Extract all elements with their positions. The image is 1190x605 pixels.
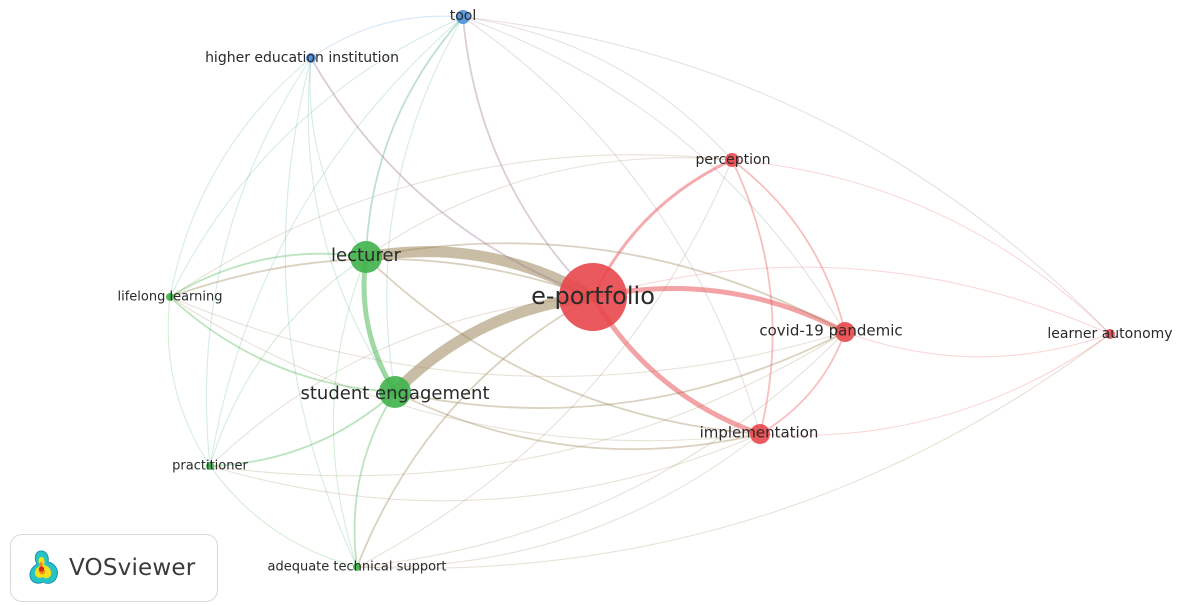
node-student-engagement[interactable] — [379, 376, 411, 408]
node-label-lifelong-learning[interactable]: lifelong learning — [117, 290, 222, 305]
node-label-covid-19-pandemic[interactable]: covid-19 pandemic — [759, 322, 902, 340]
link-perception-tool — [462, 16, 733, 161]
link-e-portfolio-learner-autonomy — [592, 266, 1111, 335]
link-tool-practitioner — [209, 16, 464, 467]
link-implementation-adequate-technical-support — [356, 433, 761, 568]
links-layer — [167, 15, 1111, 569]
node-label-learner-autonomy[interactable]: learner autonomy — [1047, 326, 1172, 342]
node-adequate-technical-support[interactable] — [353, 563, 361, 571]
node-label-perception[interactable]: perception — [696, 152, 771, 168]
node-label-practitioner[interactable]: practitioner — [172, 459, 248, 474]
link-tool-learner-autonomy — [462, 16, 1111, 335]
link-practitioner-covid-19-pandemic — [209, 331, 846, 477]
link-lecturer-implementation — [365, 256, 761, 435]
node-label-student-engagement[interactable]: student engagement — [300, 383, 489, 404]
vosviewer-brand: VOSviewer — [10, 534, 218, 602]
node-label-implementation[interactable]: implementation — [700, 424, 819, 442]
vosviewer-logo-icon — [29, 550, 58, 584]
node-covid-19-pandemic[interactable] — [835, 322, 855, 342]
link-student-engagement-covid-19-pandemic — [394, 331, 846, 409]
labels-layer: e-portfolio lecturer student engagement cov… — [117, 8, 1172, 575]
node-practitioner[interactable] — [206, 462, 214, 470]
link-e-portfolio-higher-education-institution — [310, 57, 594, 298]
link-adequate-technical-support-perception — [356, 159, 733, 568]
link-covid-19-pandemic-learner-autonomy — [844, 331, 1111, 358]
link-student-engagement-tool — [386, 16, 464, 393]
link-lecturer-practitioner — [209, 256, 367, 467]
link-perception-lifelong-learning — [169, 154, 733, 298]
node-lecturer[interactable] — [350, 241, 382, 273]
node-higher-education-institution[interactable] — [306, 53, 316, 63]
node-label-tool[interactable]: tool — [450, 8, 477, 24]
link-higher-education-institution-lifelong-learning — [169, 57, 312, 298]
link-student-engagement-higher-education-institution — [307, 57, 396, 393]
link-tool-higher-education-institution — [310, 15, 464, 59]
node-e-portfolio[interactable] — [559, 263, 627, 331]
link-e-portfolio-adequate-technical-support — [356, 296, 594, 568]
link-implementation-perception — [731, 159, 774, 435]
link-student-engagement-adequate-technical-support — [353, 391, 396, 568]
link-e-portfolio-practitioner — [209, 296, 594, 467]
link-implementation-lifelong-learning — [169, 296, 761, 442]
node-tool[interactable] — [456, 10, 470, 24]
link-higher-education-institution-practitioner — [205, 57, 312, 467]
node-label-e-portfolio[interactable]: e-portfolio — [531, 282, 655, 310]
link-adequate-technical-support-covid-19-pandemic — [356, 331, 846, 568]
link-student-engagement-implementation — [394, 391, 761, 451]
link-covid-19-pandemic-implementation — [759, 331, 846, 435]
link-lecturer-adequate-technical-support — [332, 256, 367, 568]
node-label-lecturer[interactable]: lecturer — [331, 245, 402, 266]
node-learner-autonomy[interactable] — [1105, 329, 1115, 339]
link-tool-lifelong-learning — [169, 16, 464, 298]
link-student-engagement-lifelong-learning — [169, 296, 396, 393]
link-lecturer-student-engagement — [361, 254, 398, 395]
nodes-layer — [166, 10, 1115, 571]
node-perception[interactable] — [725, 153, 739, 167]
link-student-engagement-practitioner — [209, 391, 396, 467]
link-implementation-learner-autonomy — [759, 333, 1111, 436]
link-lecturer-lifelong-learning — [169, 252, 367, 298]
node-label-adequate-technical-support[interactable]: adequate technical support — [267, 560, 446, 575]
link-lecturer-covid-19-pandemic — [365, 242, 846, 333]
node-implementation[interactable] — [750, 424, 770, 444]
node-lifelong-learning[interactable] — [166, 293, 174, 301]
link-lecturer-tool — [365, 16, 464, 258]
link-tool-covid-19-pandemic — [462, 16, 846, 333]
link-lecturer-perception — [365, 157, 733, 258]
link-e-portfolio-tool — [462, 16, 594, 298]
link-lifelong-learning-practitioner — [167, 296, 211, 467]
link-covid-19-pandemic-perception — [731, 159, 846, 333]
link-higher-education-institution-adequate-technical-support — [284, 57, 358, 568]
link-adequate-technical-support-learner-autonomy — [356, 333, 1111, 569]
brand-name: VOSviewer — [69, 555, 196, 581]
link-implementation-practitioner — [209, 433, 761, 502]
node-label-higher-education-institution[interactable]: higher education institution — [205, 50, 399, 66]
link-lifelong-learning-covid-19-pandemic — [169, 296, 846, 377]
link-perception-learner-autonomy — [731, 159, 1111, 335]
link-implementation-tool — [462, 16, 761, 435]
link-lecturer-higher-education-institution — [309, 57, 367, 258]
link-practitioner-adequate-technical-support — [209, 465, 358, 568]
